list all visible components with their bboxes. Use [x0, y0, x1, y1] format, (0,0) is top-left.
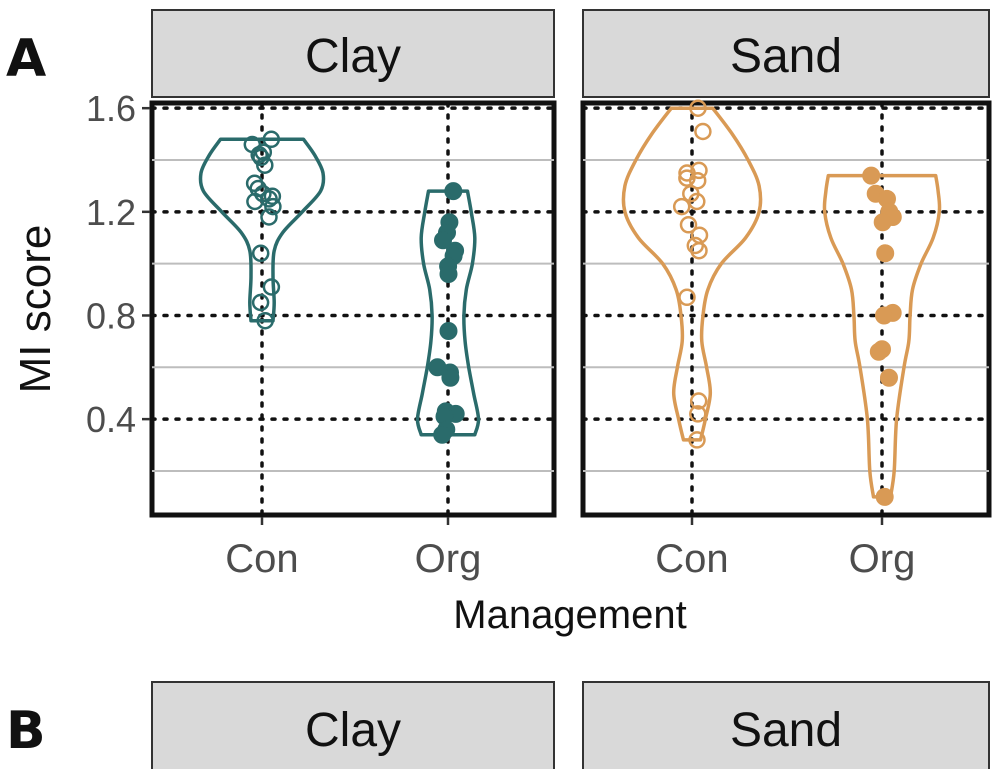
data-point-clay-con: [264, 197, 282, 216]
data-point-clay-con: [246, 192, 264, 211]
data-point-sand-org: [875, 487, 894, 506]
panel-tag-a: A: [6, 29, 46, 89]
data-point-sand-con: [678, 288, 696, 307]
facet-strip-clay-b: Clay: [151, 681, 555, 769]
facet-strip-sand-b: Sand: [582, 681, 990, 769]
data-point-sand-org: [875, 306, 893, 325]
data-point-clay-con: [262, 130, 281, 149]
data-point-clay-org: [441, 368, 460, 387]
data-point-sand-con: [689, 405, 707, 423]
y-axis-title: MI score: [11, 225, 60, 394]
data-point-clay-con: [251, 244, 270, 263]
y-tick-label: 0.8: [86, 295, 136, 336]
data-point-sand-con: [688, 171, 707, 190]
violin-layer: [198, 106, 942, 499]
data-point-clay-con: [262, 278, 281, 296]
facet-strip-clay: Clay: [151, 9, 555, 98]
data-point-sand-con: [689, 392, 708, 410]
data-point-clay-con: [256, 311, 274, 330]
y-tick-label: 0.4: [86, 399, 136, 440]
data-point-sand-org: [869, 342, 888, 361]
data-point-sand-con: [678, 169, 696, 187]
data-point-clay-org: [439, 322, 458, 340]
data-point-clay-con: [251, 293, 270, 312]
data-point-sand-con: [689, 99, 707, 117]
y-tick-label: 1.6: [86, 88, 136, 129]
data-point-sand-con: [690, 241, 708, 260]
facet-label-clay: Clay: [305, 30, 401, 83]
plot-panel-sand: [580, 100, 992, 518]
x-tick-label: Org: [415, 537, 482, 581]
x-axis-title: Management: [453, 593, 686, 637]
panel-tag-b: B: [6, 701, 46, 761]
violin-clay-org: [415, 189, 481, 437]
data-point-sand-con: [688, 192, 706, 211]
violin-clay-con: [198, 137, 326, 323]
point-layer: [243, 99, 902, 506]
data-point-sand-con: [688, 431, 706, 449]
data-point-clay-org: [433, 425, 452, 444]
data-point-clay-con: [263, 187, 282, 206]
x-tick-label: Con: [225, 537, 298, 581]
data-point-sand-con: [694, 122, 712, 141]
x-tick-label: Org: [849, 537, 916, 581]
data-point-sand-con: [690, 161, 708, 180]
x-tick-label: Con: [655, 537, 728, 581]
violin-sand-con: [621, 106, 763, 442]
facet-label-sand-b: Sand: [730, 704, 842, 757]
facet-strip-sand: Sand: [582, 9, 990, 98]
data-point-clay-org: [439, 265, 458, 283]
data-point-sand-org: [880, 368, 898, 387]
violin-sand-org: [822, 173, 942, 499]
data-point-sand-con: [672, 197, 691, 216]
facet-label-sand: Sand: [730, 30, 842, 83]
data-point-clay-con: [260, 208, 278, 226]
data-point-clay-con: [256, 156, 274, 174]
data-point-sand-org: [862, 166, 881, 185]
data-point-clay-org: [444, 182, 463, 201]
data-point-sand-org: [876, 244, 895, 263]
facet-label-clay-b: Clay: [305, 704, 401, 757]
data-point-clay-org: [434, 231, 452, 250]
plot-panel-clay: [149, 100, 557, 518]
y-tick-label: 1.2: [86, 192, 136, 233]
data-point-sand-con: [679, 216, 698, 234]
data-point-sand-org: [873, 213, 892, 232]
